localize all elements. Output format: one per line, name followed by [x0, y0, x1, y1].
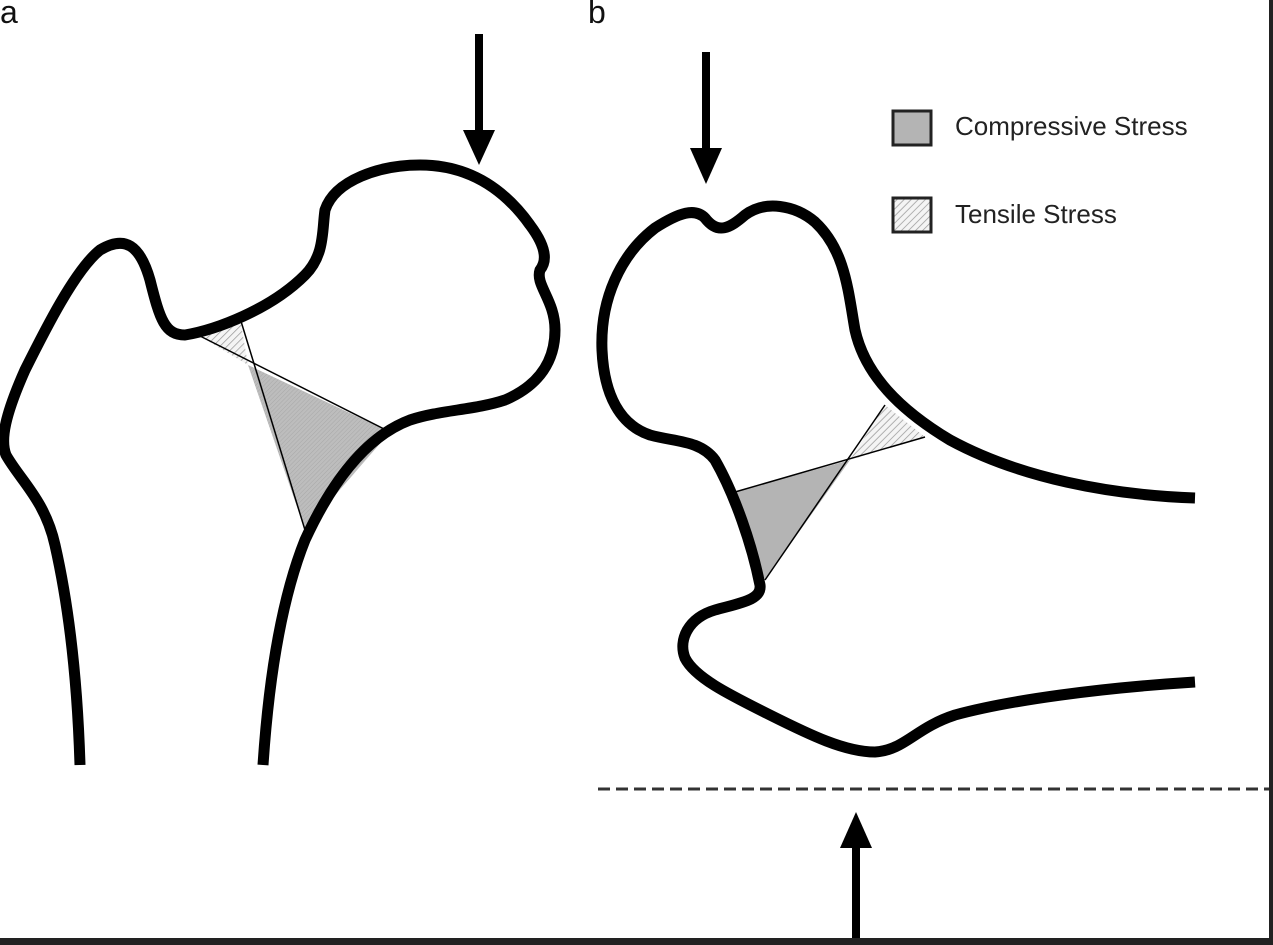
panel-b-tensile-region: [850, 405, 925, 460]
legend-tensile-swatch: [891, 196, 933, 234]
ground-reaction-arrow: [840, 812, 872, 940]
legend-tensile-label: Tensile Stress: [955, 199, 1117, 229]
panel-b-stress-line-1: [734, 436, 926, 493]
panel-label-a: a: [0, 0, 18, 30]
panel-a-compressive-region: [248, 365, 390, 530]
legend-compressive-label: Compressive Stress: [955, 111, 1188, 141]
panel-b-femur-outline: [596, 200, 1196, 758]
panel-a-stress-line-1: [197, 334, 391, 433]
panel-b-compressive-region: [735, 460, 850, 580]
legend-compressive-swatch: [891, 109, 933, 147]
panel-b-stress-line-2: [764, 404, 886, 581]
panel-a-stress-line-2: [239, 317, 306, 531]
frame-edge-right: [1269, 0, 1273, 945]
panel-b-load-arrow: [690, 52, 722, 184]
panel-b-femur: [596, 52, 1270, 940]
panel-label-b: b: [588, 0, 606, 30]
panel-a-femur-outline: [0, 159, 561, 766]
panel-a-load-arrow: [463, 34, 495, 165]
frame-edge-bottom: [0, 938, 1273, 945]
panel-a-femur: [0, 34, 561, 766]
